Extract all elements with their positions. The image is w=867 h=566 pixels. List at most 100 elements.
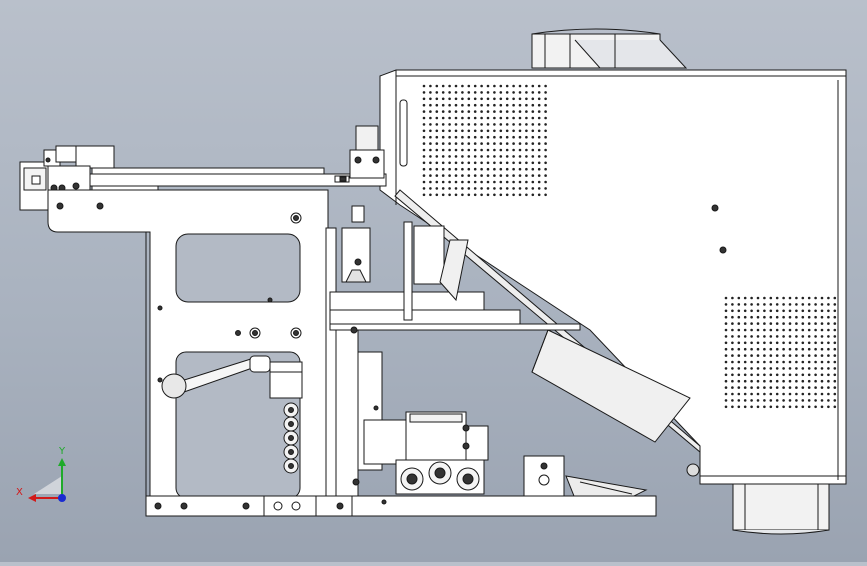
vent-hole bbox=[788, 367, 792, 370]
vent-hole bbox=[756, 341, 760, 345]
vent-hole bbox=[756, 386, 760, 389]
vent-hole bbox=[518, 161, 522, 165]
vent-hole bbox=[435, 116, 439, 120]
vent-hole bbox=[807, 315, 811, 319]
vent-hole bbox=[441, 142, 445, 145]
vent-hole bbox=[769, 341, 773, 345]
vent-hole bbox=[505, 116, 509, 120]
vent-hole bbox=[750, 360, 753, 364]
vent-hole bbox=[820, 379, 824, 383]
vent-hole bbox=[505, 103, 509, 107]
vent-hole bbox=[499, 187, 503, 190]
vent-hole bbox=[499, 110, 503, 113]
vent-hole bbox=[775, 309, 779, 313]
vent-hole bbox=[499, 155, 503, 158]
vent-hole bbox=[731, 354, 734, 357]
vent-hole bbox=[544, 174, 547, 177]
vent-hole bbox=[537, 110, 541, 113]
vent-hole bbox=[769, 392, 773, 396]
lever-handle bbox=[157, 355, 303, 399]
vent-hole bbox=[505, 123, 509, 126]
vent-hole bbox=[441, 187, 445, 190]
vent-hole bbox=[756, 405, 760, 409]
vent-hole bbox=[441, 110, 445, 113]
vent-hole bbox=[737, 303, 741, 306]
vent-hole bbox=[724, 315, 728, 319]
vent-hole bbox=[461, 180, 464, 184]
vent-hole bbox=[724, 399, 728, 402]
vent-hole bbox=[473, 174, 477, 177]
vent-hole bbox=[827, 405, 830, 409]
vent-hole bbox=[827, 341, 830, 345]
vent-hole bbox=[801, 373, 805, 377]
vent-hole bbox=[493, 180, 496, 184]
vent-hole bbox=[499, 193, 503, 197]
vent-hole bbox=[807, 303, 811, 306]
vent-hole bbox=[429, 84, 432, 88]
vent-hole bbox=[531, 110, 535, 113]
vent-hole bbox=[422, 116, 426, 120]
vent-hole bbox=[422, 129, 426, 133]
vent-hole bbox=[820, 309, 824, 313]
vent-hole bbox=[512, 161, 515, 165]
vent-hole bbox=[544, 161, 547, 165]
vent-hole bbox=[801, 405, 805, 409]
vent-hole bbox=[807, 392, 811, 396]
vent-hole bbox=[435, 155, 439, 158]
vent-hole bbox=[827, 379, 830, 383]
vent-hole bbox=[782, 399, 785, 402]
vent-hole bbox=[493, 161, 496, 165]
vent-hole bbox=[429, 174, 432, 177]
vent-hole bbox=[480, 148, 483, 152]
vent-hole bbox=[493, 174, 496, 177]
vent-hole bbox=[724, 367, 728, 370]
vent-hole bbox=[827, 354, 830, 357]
vent-hole bbox=[531, 123, 535, 126]
bottom-outlet bbox=[686, 463, 830, 535]
vent-hole bbox=[775, 335, 779, 338]
vent-hole bbox=[763, 341, 766, 345]
vent-hole bbox=[833, 296, 837, 300]
vent-hole bbox=[422, 187, 426, 190]
vent-hole bbox=[480, 129, 483, 133]
vent-hole bbox=[788, 303, 792, 306]
vent-hole bbox=[833, 405, 837, 409]
vent-hole bbox=[788, 322, 792, 325]
vent-hole bbox=[833, 386, 837, 389]
vent-hole bbox=[461, 123, 464, 126]
vent-hole bbox=[756, 322, 760, 325]
vent-hole bbox=[422, 148, 426, 152]
vent-hole bbox=[788, 335, 792, 338]
vent-hole bbox=[537, 148, 541, 152]
vent-hole bbox=[814, 405, 817, 409]
vent-hole bbox=[480, 167, 483, 171]
vent-hole bbox=[537, 116, 541, 120]
vent-hole bbox=[422, 91, 426, 94]
vent-hole bbox=[454, 135, 458, 139]
vent-hole bbox=[814, 322, 817, 325]
vent-hole bbox=[473, 84, 477, 88]
vent-hole bbox=[769, 360, 773, 364]
vent-hole bbox=[737, 360, 741, 364]
vent-hole bbox=[505, 97, 509, 101]
vent-hole bbox=[750, 335, 753, 338]
vent-hole bbox=[499, 135, 503, 139]
vent-hole bbox=[782, 328, 785, 332]
axis-y-label: Y bbox=[58, 446, 66, 457]
vent-hole bbox=[769, 399, 773, 402]
vent-hole bbox=[525, 116, 528, 120]
vent-hole bbox=[769, 347, 773, 351]
vent-hole bbox=[505, 129, 509, 133]
vent-hole bbox=[750, 373, 753, 377]
vent-hole bbox=[435, 161, 439, 165]
vent-hole bbox=[454, 110, 458, 113]
vent-hole bbox=[833, 328, 837, 332]
vent-hole bbox=[731, 341, 734, 345]
vent-hole bbox=[493, 123, 496, 126]
vent-hole bbox=[544, 116, 547, 120]
vent-hole bbox=[756, 296, 760, 300]
vent-hole bbox=[788, 386, 792, 389]
vent-hole bbox=[833, 341, 837, 345]
vent-hole bbox=[814, 315, 817, 319]
